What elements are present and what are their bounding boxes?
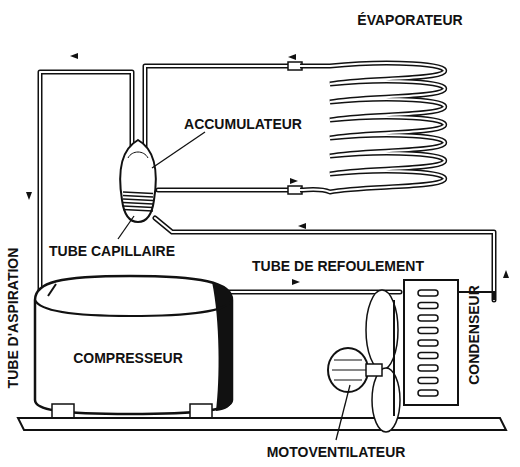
fan-bracket xyxy=(393,300,395,416)
compressor-port xyxy=(48,284,56,296)
winding-stroke xyxy=(123,203,153,205)
part-label: CONDENSEUR xyxy=(467,285,481,385)
compressor-foot xyxy=(190,404,212,418)
condenser-slot xyxy=(418,303,438,309)
part-label: TUBE DE REFOULEMENT xyxy=(252,259,424,273)
motor-hub xyxy=(366,364,382,376)
condenser-slot xyxy=(418,378,438,384)
part-label: COMPRESSEUR xyxy=(73,351,183,365)
condenser-slot xyxy=(418,353,438,359)
winding-stroke xyxy=(123,196,153,198)
condenser-slot xyxy=(418,390,438,396)
compressor-seam xyxy=(35,300,232,316)
part-label: TUBE CAPILLAIRE xyxy=(49,244,175,258)
part-label: ACCUMULATEUR xyxy=(184,117,302,131)
condenser-slot xyxy=(418,315,438,321)
winding-stroke xyxy=(123,199,153,201)
flow-arrows xyxy=(26,53,509,285)
condenser-fins xyxy=(418,290,438,396)
leader-lines xyxy=(118,132,350,440)
condenser-slot xyxy=(418,365,438,371)
pipe-joint xyxy=(288,62,302,70)
condenser-slot xyxy=(418,290,438,296)
capillary-windings xyxy=(123,192,153,211)
condenser-slot xyxy=(418,328,438,334)
fan-motor xyxy=(328,348,368,392)
pipe-joint xyxy=(288,186,302,194)
condenser-slot xyxy=(418,340,438,346)
motor-ribs xyxy=(332,360,366,380)
evaporator-coil xyxy=(300,63,445,192)
evaporator-coil-fill xyxy=(300,63,445,192)
base-plate xyxy=(18,418,506,430)
part-label: TUBE D'ASPIRATION xyxy=(6,248,20,389)
compressor-shade xyxy=(212,282,232,411)
compressor-housing xyxy=(35,276,232,414)
part-label: ÉVAPORATEUR xyxy=(357,13,462,27)
winding-stroke xyxy=(123,210,153,212)
fan-blade xyxy=(372,368,400,432)
part-label: MOTOVENTILATEUR xyxy=(267,445,406,459)
compressor-foot xyxy=(52,404,74,418)
condenser-frame xyxy=(404,280,458,405)
accumulator-highlight xyxy=(128,152,148,158)
winding-stroke xyxy=(123,206,153,208)
winding-stroke xyxy=(123,192,153,194)
accumulator-body xyxy=(120,140,155,222)
